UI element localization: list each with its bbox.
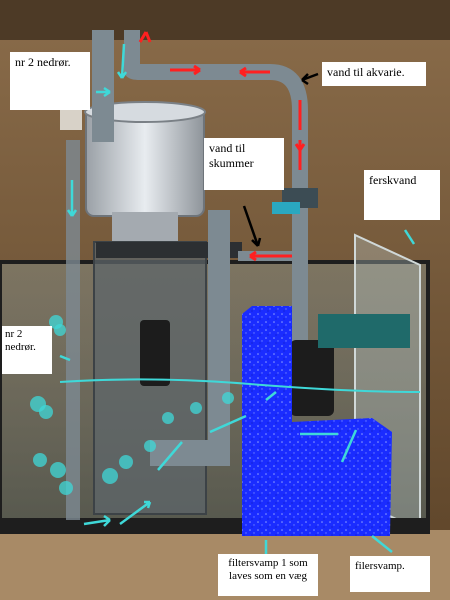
downpipe-left bbox=[66, 140, 80, 520]
skimmer-plate bbox=[96, 242, 242, 258]
filter-sponge-wall bbox=[242, 306, 292, 536]
skimmer-riser-pipe bbox=[208, 210, 230, 442]
cyan-flow-arrows bbox=[59, 43, 416, 556]
label-ferskvand: ferskvand bbox=[364, 170, 440, 220]
label-filersvamp: filersvamp. bbox=[350, 556, 430, 592]
water-surface bbox=[59, 378, 421, 393]
skimmer-cup-lid bbox=[84, 101, 206, 123]
bubble-trail bbox=[30, 315, 234, 495]
skimmer-elbow-pipe bbox=[150, 440, 230, 466]
label-vand-til-skummer: vand til skummer bbox=[204, 138, 284, 190]
pointer-arrows bbox=[242, 72, 319, 247]
label-vand-til-akvarie: vand til akvarie. bbox=[322, 62, 426, 86]
filter-sponge-box bbox=[292, 418, 392, 536]
label-nr2-nedror-top: nr 2 nedrør. bbox=[10, 52, 90, 110]
return-pipe bbox=[124, 30, 308, 360]
skimmer-pump bbox=[140, 320, 170, 386]
downpipe-top bbox=[92, 30, 114, 142]
return-pump bbox=[290, 340, 334, 416]
valve-handle bbox=[272, 202, 300, 214]
cabinet-ceiling bbox=[0, 0, 450, 40]
label-filtersvamp-1: filtersvamp 1 som laves som en væg bbox=[218, 554, 318, 596]
label-nr2-nedror-left: nr 2 nedrør. bbox=[2, 326, 52, 374]
red-flow-arrows bbox=[138, 31, 306, 262]
skimmer-neck bbox=[112, 212, 178, 242]
green-sponge-back bbox=[318, 314, 410, 348]
